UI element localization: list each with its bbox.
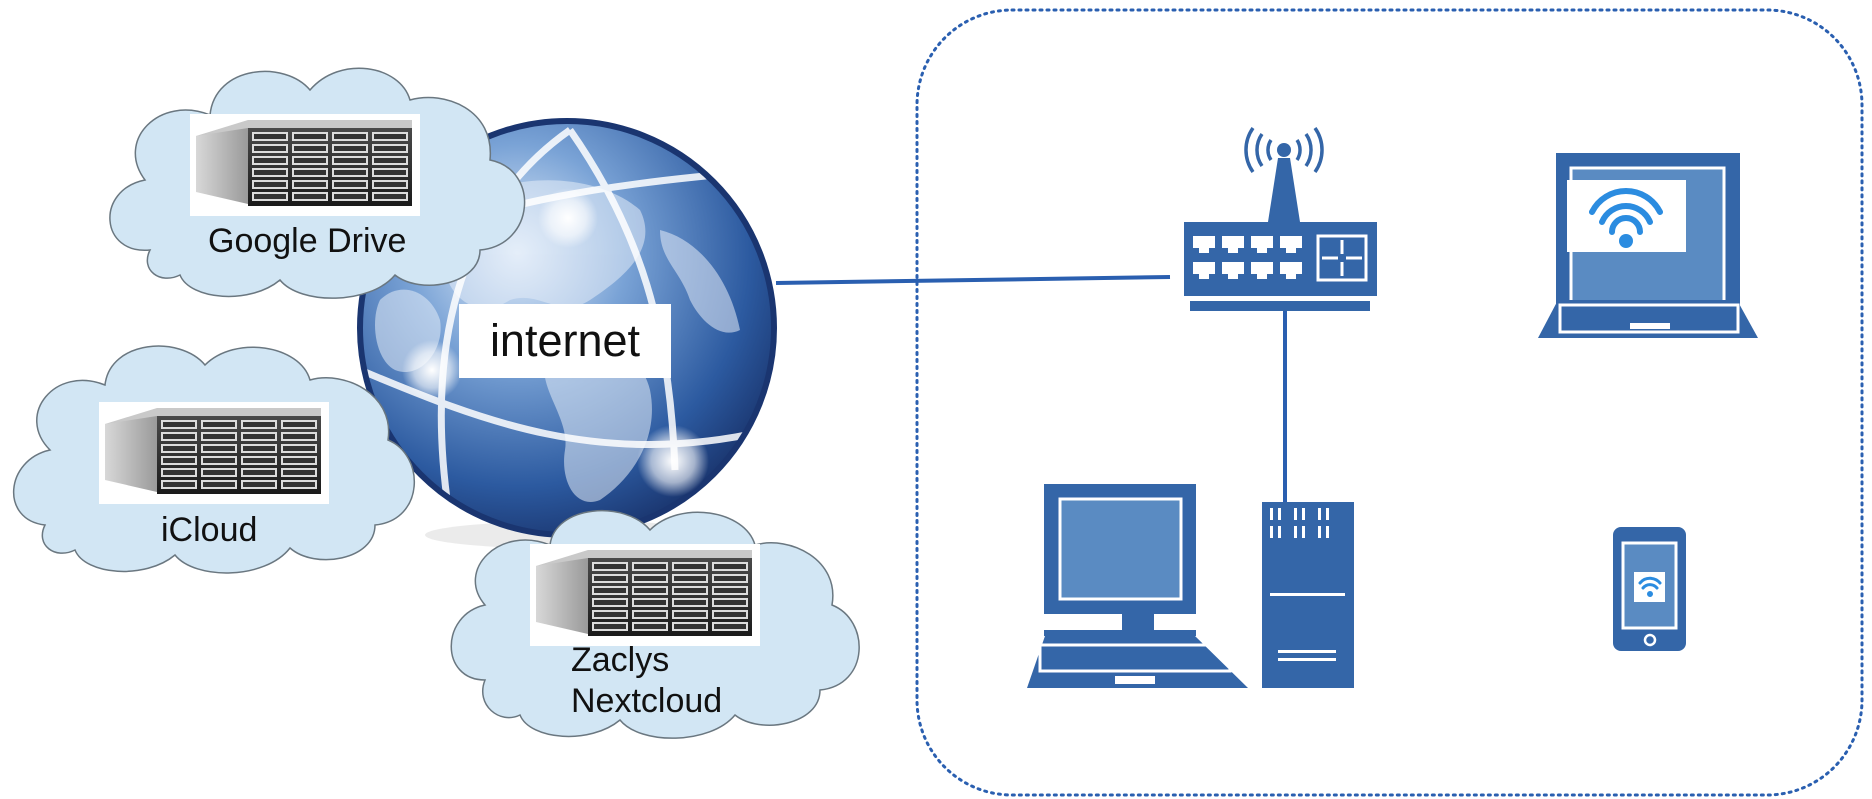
server-rack-icon xyxy=(190,114,420,216)
local-network-border xyxy=(915,8,1864,797)
cloud-google-drive xyxy=(109,67,526,299)
internet-label: internet xyxy=(459,304,671,378)
cloud-icloud xyxy=(12,345,416,574)
cloud-label-zaclys-line1: Zaclys xyxy=(571,641,670,679)
smartphone-wifi-icon xyxy=(1613,527,1686,651)
tower-pc-icon xyxy=(1262,502,1354,688)
desktop-computer-icon xyxy=(1027,484,1248,688)
cloud-label-icloud: iCloud xyxy=(161,511,258,549)
internet-to-router-link xyxy=(775,275,1171,285)
cloud-label-google-drive: Google Drive xyxy=(208,222,407,260)
wifi-router-icon xyxy=(1184,126,1377,311)
server-rack-icon xyxy=(530,544,760,646)
server-rack-icon xyxy=(99,402,329,504)
cloud-zaclys-nextcloud xyxy=(450,510,860,739)
cloud-label-zaclys-line2: Nextcloud xyxy=(571,682,723,720)
wifi-laptop-icon xyxy=(1538,153,1758,338)
